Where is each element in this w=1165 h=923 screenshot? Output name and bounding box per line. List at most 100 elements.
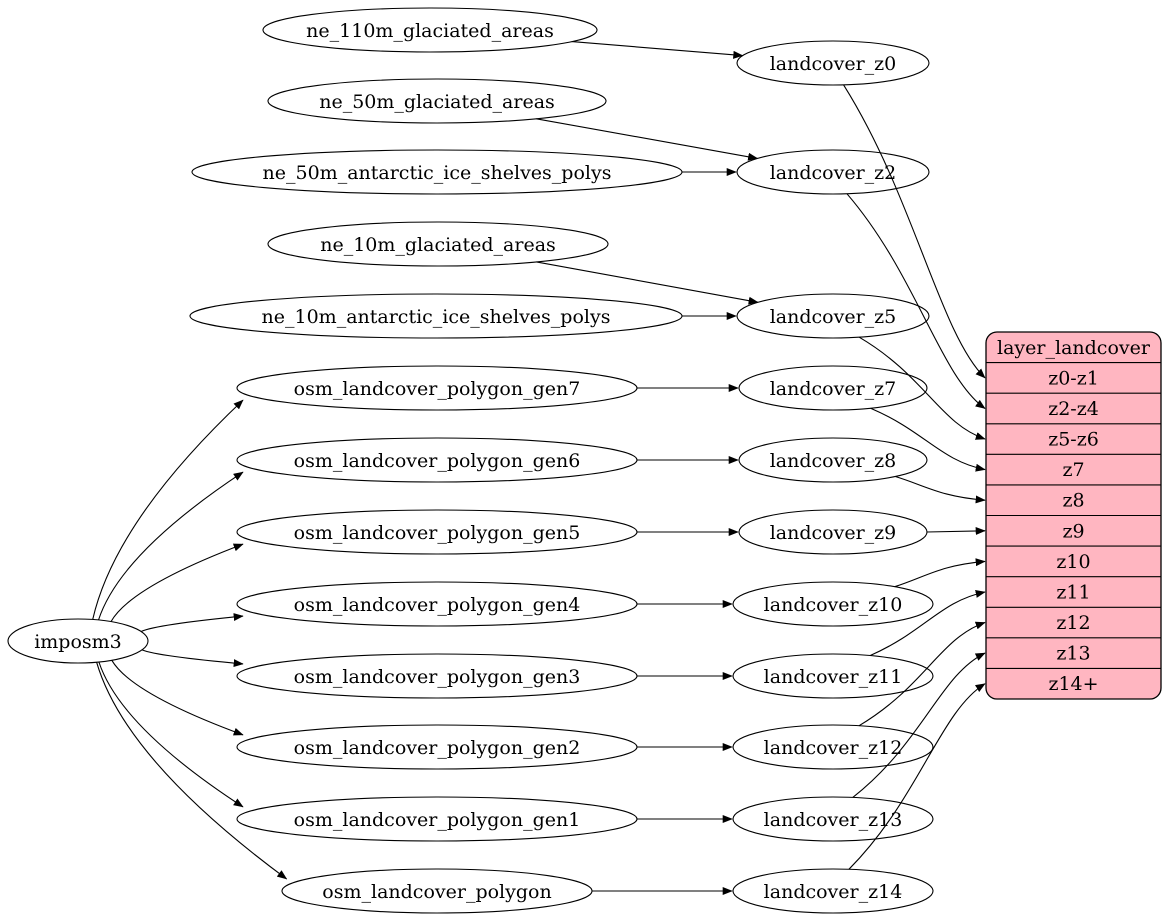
node-label-imposm3: imposm3 [34,631,122,653]
node-ellipse-landcover_z14 [732,868,934,914]
record-header: layer_landcover [997,337,1151,359]
edge-landcover_z2-to-z2-z4 [846,193,986,409]
record-row-z10: z10 [986,545,1161,573]
node-label-landcover_z14: landcover_z14 [764,881,903,903]
node-ellipse-imposm3 [7,618,149,664]
record-row-label-z7: z7 [1062,459,1084,481]
node-label-landcover_z9: landcover_z9 [770,522,897,544]
node-label-osm_landcover_polygon_gen7: osm_landcover_polygon_gen7 [294,378,581,400]
node-label-landcover_z11: landcover_z11 [764,666,903,688]
node-label-landcover_z12: landcover_z12 [764,737,903,759]
node-ellipse-ne_50m_glaciated_areas [267,78,607,124]
edge-ne_10m_glaciated_areas-to-landcover_z5 [536,261,759,305]
record-row-label-z9: z9 [1062,520,1084,542]
record-row-z9: z9 [986,514,1161,542]
node-label-osm_landcover_polygon_gen1: osm_landcover_polygon_gen1 [294,809,581,831]
node-landcover_z0: landcover_z0 [736,40,930,86]
node-ne_10m_glaciated_areas: ne_10m_glaciated_areas [267,221,609,267]
node-osm_landcover_polygon: osm_landcover_polygon [281,868,593,914]
node-landcover_z13: landcover_z13 [732,796,934,842]
node-label-landcover_z0: landcover_z0 [770,53,897,75]
record-row-z0-z1: z0-z1 [986,362,1161,389]
record-row-label-z8: z8 [1062,490,1084,512]
node-landcover_z11: landcover_z11 [732,653,934,699]
node-label-ne_10m_glaciated_areas: ne_10m_glaciated_areas [320,234,556,256]
edge-imposm3-to-osm_landcover_polygon_gen6 [97,471,244,621]
node-landcover_z12: landcover_z12 [732,724,934,770]
node-ellipse-ne_110m_glaciated_areas [262,7,598,53]
node-landcover_z8: landcover_z8 [738,437,928,483]
node-label-landcover_z13: landcover_z13 [764,809,903,831]
record-row-z2-z4: z2-z4 [986,392,1161,420]
record-row-z5-z6: z5-z6 [986,423,1161,451]
edge-imposm3-to-osm_landcover_polygon_gen7 [92,399,244,620]
edge-ne_50m_glaciated_areas-to-landcover_z2 [536,118,759,161]
node-ellipse-landcover_z2 [736,149,930,195]
edge-landcover_z14-to-z14+ [848,683,986,870]
edge-imposm3-to-osm_landcover_polygon_gen2 [111,660,244,736]
node-ellipse-landcover_z10 [732,581,934,627]
node-ellipse-landcover_z7 [738,365,928,411]
record-row-label-z13: z13 [1056,643,1090,665]
record-row-z7: z7 [986,453,1161,481]
node-osm_landcover_polygon_gen2: osm_landcover_polygon_gen2 [236,724,638,770]
node-ne_50m_glaciated_areas: ne_50m_glaciated_areas [267,78,607,124]
node-label-landcover_z8: landcover_z8 [770,450,897,472]
record-row-label-z11: z11 [1056,582,1090,604]
edge-ne_110m_glaciated_areas-to-landcover_z0 [571,41,744,59]
record-row-label-z2-z4: z2-z4 [1048,398,1099,420]
record-row-label-z14+: z14+ [1048,673,1098,695]
node-osm_landcover_polygon_gen1: osm_landcover_polygon_gen1 [236,796,638,842]
edge-landcover_z5-to-z5-z6 [858,336,986,440]
edge-imposm3-to-osm_landcover_polygon_gen5 [110,543,244,622]
edge-landcover_z9-to-z9 [926,526,986,535]
edge-landcover_z11-to-z11 [869,590,986,657]
edge-landcover_z8-to-z8 [895,475,986,504]
node-label-ne_50m_antarctic_ice_shelves_polys: ne_50m_antarctic_ice_shelves_polys [263,162,612,184]
edge-landcover_z0-to-z0-z1 [843,84,986,379]
node-ne_50m_antarctic_ice_shelves_polys: ne_50m_antarctic_ice_shelves_polys [191,149,683,195]
record-row-z11: z11 [986,576,1161,604]
node-osm_landcover_polygon_gen7: osm_landcover_polygon_gen7 [236,365,638,411]
node-ellipse-landcover_z0 [736,40,930,86]
node-ellipse-landcover_z8 [738,437,928,483]
node-label-ne_50m_glaciated_areas: ne_50m_glaciated_areas [319,91,555,113]
edge-imposm3-to-osm_landcover_polygon [96,662,288,880]
node-label-osm_landcover_polygon_gen4: osm_landcover_polygon_gen4 [294,594,581,616]
record-row-z13: z13 [986,637,1161,665]
node-landcover_z14: landcover_z14 [732,868,934,914]
node-label-osm_landcover_polygon_gen2: osm_landcover_polygon_gen2 [294,737,581,759]
node-ne_10m_antarctic_ice_shelves_polys: ne_10m_antarctic_ice_shelves_polys [189,293,683,339]
node-ellipse-landcover_z12 [732,724,934,770]
node-label-osm_landcover_polygon: osm_landcover_polygon [322,881,551,903]
node-ellipse-ne_10m_glaciated_areas [267,221,609,267]
node-ne_110m_glaciated_areas: ne_110m_glaciated_areas [262,7,598,53]
node-landcover_z9: landcover_z9 [738,509,928,555]
record-layer-landcover: layer_landcover z0-z1 z2-z4 z5-z6 z7 z8 z9 z10 z… [985,331,1162,700]
record-row-label-z12: z12 [1056,612,1090,634]
node-ellipse-landcover_z11 [732,653,934,699]
edge-imposm3-to-osm_landcover_polygon_gen4 [140,613,244,633]
node-label-landcover_z5: landcover_z5 [770,306,897,328]
node-label-landcover_z2: landcover_z2 [770,162,897,184]
record-row-z14+: z14+ [986,667,1161,695]
record-row-label-z5-z6: z5-z6 [1048,429,1099,451]
record-row-z8: z8 [986,484,1161,512]
node-landcover_z7: landcover_z7 [738,365,928,411]
node-imposm3: imposm3 [7,618,149,664]
record-row-label-z10: z10 [1056,551,1090,573]
node-landcover_z2: landcover_z2 [736,149,930,195]
node-label-landcover_z7: landcover_z7 [770,378,897,400]
node-label-landcover_z10: landcover_z10 [764,594,903,616]
node-osm_landcover_polygon_gen5: osm_landcover_polygon_gen5 [236,509,638,555]
node-label-ne_110m_glaciated_areas: ne_110m_glaciated_areas [306,20,554,42]
edge-imposm3-to-osm_landcover_polygon_gen1 [98,661,244,808]
edge-landcover_z12-to-z12 [858,621,986,727]
record-row-z12: z12 [986,606,1161,634]
node-osm_landcover_polygon_gen6: osm_landcover_polygon_gen6 [236,437,638,483]
node-osm_landcover_polygon_gen3: osm_landcover_polygon_gen3 [236,653,638,699]
node-landcover_z5: landcover_z5 [736,293,930,339]
edge-imposm3-to-osm_landcover_polygon_gen3 [141,649,244,668]
node-label-osm_landcover_polygon_gen6: osm_landcover_polygon_gen6 [294,450,581,472]
record-row-label-z0-z1: z0-z1 [1048,367,1099,389]
